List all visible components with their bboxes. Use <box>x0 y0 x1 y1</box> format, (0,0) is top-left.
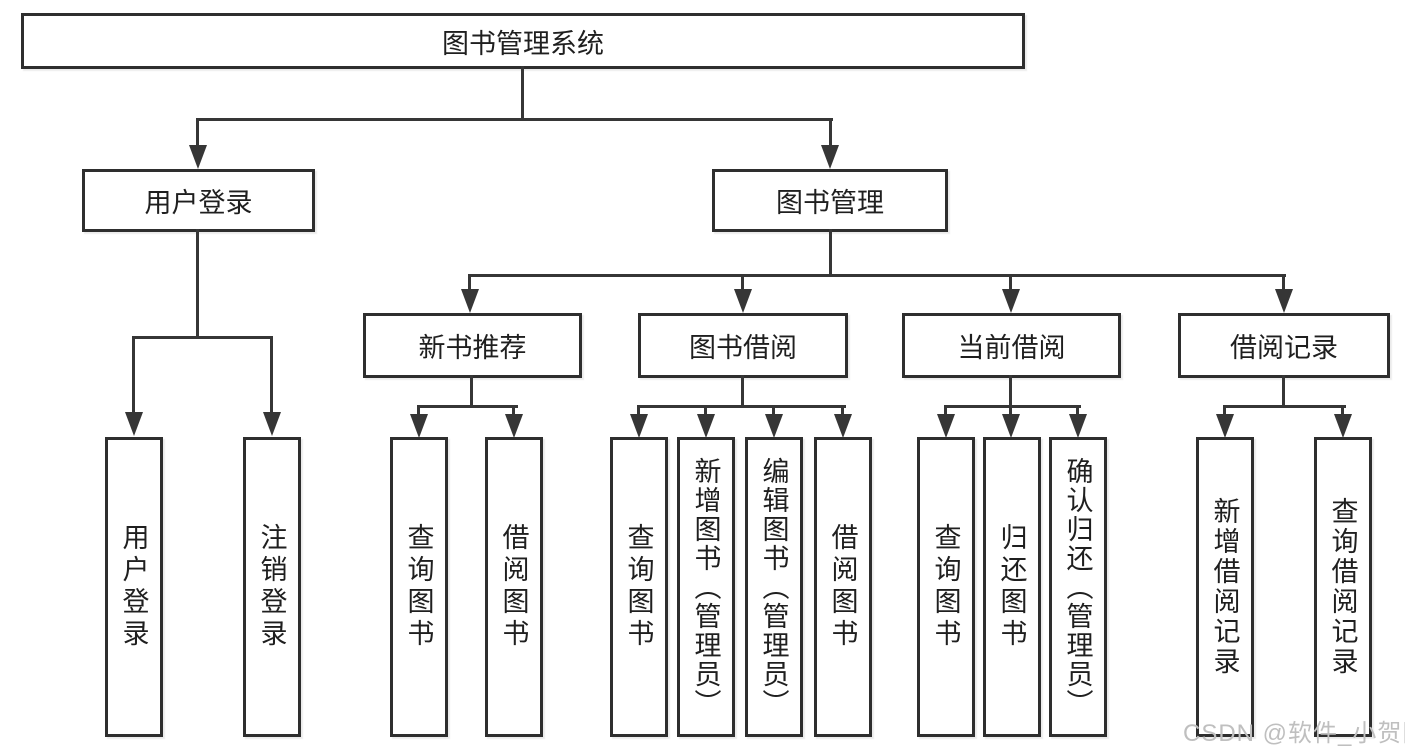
connector-drop <box>1341 405 1344 417</box>
connector-drop <box>637 405 640 417</box>
connector-root-rail <box>196 118 833 121</box>
leaf-confirm-return-admin: 确认归还（管理员） <box>1049 437 1107 737</box>
node-book-management-label: 图书管理 <box>776 188 884 218</box>
connector-user-login-rail <box>132 336 273 339</box>
connector-to-borrowing-records <box>1282 274 1285 294</box>
connector-drop <box>512 405 515 417</box>
leaf-add-borrow-record: 新增借阅记录 <box>1196 437 1254 737</box>
connector-new-book-stem <box>470 375 473 408</box>
connector-user-login-stem <box>196 229 199 339</box>
node-root: 图书管理系统 <box>21 13 1025 69</box>
connector-drop <box>772 405 775 417</box>
arrowhead-down-icon <box>1334 414 1352 438</box>
connector-current-borrowing-rail <box>944 405 1081 408</box>
connector-to-new-book <box>468 274 471 294</box>
connector-book-borrowing-rail <box>637 405 846 408</box>
connector-drop <box>704 405 707 417</box>
node-book-borrowing: 图书借阅 <box>638 313 848 378</box>
arrowhead-down-icon <box>1275 289 1293 313</box>
node-new-book-recommend-label: 新书推荐 <box>418 333 527 363</box>
arrowhead-down-icon <box>125 412 143 436</box>
watermark: CSDN @软件_小贺同学 <box>1183 720 1405 747</box>
node-book-borrowing-label: 图书借阅 <box>689 333 797 363</box>
arrowhead-down-icon <box>1069 414 1087 438</box>
leaf-logout: 注销登录 <box>243 437 301 737</box>
arrowhead-down-icon <box>697 414 715 438</box>
arrowhead-down-icon <box>1002 414 1020 438</box>
connector-drop <box>841 405 844 417</box>
arrowhead-down-icon <box>734 289 752 313</box>
node-current-borrowing-label: 当前借阅 <box>957 333 1066 363</box>
connector-root-stem <box>521 66 524 121</box>
node-borrowing-records: 借阅记录 <box>1178 313 1390 378</box>
leaf-user-login: 用户登录 <box>105 437 163 737</box>
arrowhead-down-icon <box>1216 414 1234 438</box>
connector-book-management-rail <box>468 274 1286 277</box>
connector-to-user-login <box>196 118 199 148</box>
leaf-query-books-borrowing: 查询图书 <box>610 437 668 737</box>
arrowhead-down-icon <box>765 414 783 438</box>
connector-to-current-borrowing <box>1009 274 1012 294</box>
connector-drop <box>944 405 947 417</box>
leaf-query-borrow-record: 查询借阅记录 <box>1314 437 1372 737</box>
node-book-management: 图书管理 <box>712 169 948 232</box>
node-user-login: 用户登录 <box>82 169 315 232</box>
arrowhead-down-icon <box>461 289 479 313</box>
leaf-borrow-books-borrowing: 借阅图书 <box>814 437 872 737</box>
arrowhead-down-icon <box>189 145 207 169</box>
leaf-borrow-books-recommend: 借阅图书 <box>485 437 543 737</box>
arrowhead-down-icon <box>263 412 281 436</box>
node-new-book-recommend: 新书推荐 <box>363 313 582 378</box>
connector-drop <box>1223 405 1226 417</box>
arrowhead-down-icon <box>505 414 523 438</box>
connector-borrowing-records-stem <box>1282 375 1285 408</box>
connector-new-book-rail <box>417 405 518 408</box>
leaf-add-books-admin: 新增图书（管理员） <box>677 437 735 737</box>
connector-book-management-stem <box>829 229 832 277</box>
arrowhead-down-icon <box>834 414 852 438</box>
node-borrowing-records-label: 借阅记录 <box>1230 333 1338 363</box>
arrowhead-down-icon <box>821 145 839 169</box>
connector-to-leaf-logout <box>270 336 273 416</box>
arrowhead-down-icon <box>630 414 648 438</box>
connector-drop <box>1076 405 1079 417</box>
connector-to-book-borrowing <box>741 274 744 294</box>
leaf-return-books: 归还图书 <box>983 437 1041 737</box>
connector-drop <box>417 405 420 417</box>
connector-current-borrowing-stem <box>1009 375 1012 408</box>
arrowhead-down-icon <box>410 414 428 438</box>
connector-to-book-management <box>829 118 832 148</box>
leaf-query-books-recommend: 查询图书 <box>390 437 448 737</box>
leaf-edit-books-admin: 编辑图书（管理员） <box>745 437 803 737</box>
node-user-login-label: 用户登录 <box>144 188 253 218</box>
node-root-label: 图书管理系统 <box>442 28 604 59</box>
node-current-borrowing: 当前借阅 <box>902 313 1121 378</box>
connector-book-borrowing-stem <box>741 375 744 408</box>
connector-drop <box>1009 405 1012 417</box>
arrowhead-down-icon <box>1002 289 1020 313</box>
connector-borrowing-records-rail <box>1223 405 1346 408</box>
leaf-query-books-current: 查询图书 <box>917 437 975 737</box>
arrowhead-down-icon <box>937 414 955 438</box>
connector-to-leaf-user-login <box>132 336 135 416</box>
